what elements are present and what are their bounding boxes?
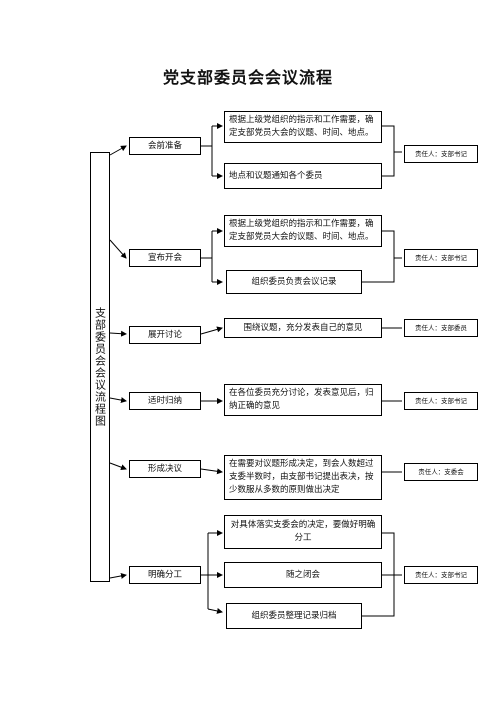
- step-assign: 明确分工: [129, 566, 201, 584]
- step-prepare-task-1: 根据上级党组织的指示和工作需要，确定支部党员大会的议题、时间、地点。: [224, 111, 382, 143]
- page-title: 党支部委员会会议流程: [162, 68, 333, 87]
- step-open-task-2: 组织委员负责会议记录: [226, 270, 362, 294]
- step-assign-task-3: 组织委员整理记录归档: [226, 603, 362, 629]
- step-open-task-1: 根据上级党组织的指示和工作需要，确定支部党员大会的议题、时间、地点。: [224, 215, 382, 247]
- flowchart-vertical-label: 支部委员会会议流程图: [90, 152, 110, 582]
- step-prepare-task-2: 地点和议题通知各个委员: [224, 163, 382, 189]
- step-resolve: 形成决议: [129, 460, 201, 478]
- step-resolve-responsible: 责任人：支委会: [404, 463, 478, 481]
- step-assign-responsible: 责任人：支部书记: [404, 566, 478, 584]
- step-open: 宣布开会: [129, 249, 201, 267]
- step-summarize: 适时归纳: [129, 392, 201, 410]
- step-open-responsible: 责任人：支部书记: [404, 249, 478, 267]
- step-resolve-task: 在需要对议题形成决定，到会人数超过支委半数时，由支部书记提出表决，按少数服从多数…: [224, 455, 382, 500]
- step-assign-task-1: 对具体落实支委会的决定，要做好明确分工: [224, 515, 382, 549]
- step-discuss: 展开讨论: [129, 326, 201, 344]
- step-prepare: 会前准备: [129, 137, 201, 155]
- step-summarize-task: 在各位委员充分讨论，发表意见后，归纳正确的意见: [224, 384, 382, 416]
- step-discuss-responsible: 责任人：支部委员: [404, 319, 478, 337]
- step-summarize-responsible: 责任人：支部书记: [404, 392, 478, 410]
- step-assign-task-2: 随之闭会: [224, 562, 382, 588]
- step-discuss-task: 围绕议题，充分发表自己的意见: [224, 318, 382, 338]
- vertical-label-text: 支部委员会会议流程图: [93, 307, 107, 427]
- step-prepare-responsible: 责任人：支部书记: [404, 145, 478, 163]
